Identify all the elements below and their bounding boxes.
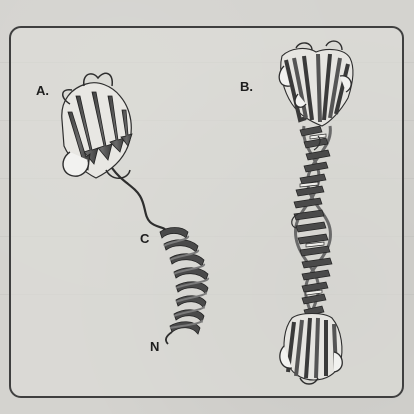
n-terminus-label: N [150, 340, 159, 353]
c-terminus-label: C [140, 232, 149, 245]
bottom-beta-domains [280, 314, 342, 385]
panel-b-label: B. [240, 80, 253, 93]
beta-sheet-domain [62, 73, 132, 178]
coiled-coil-stalk [292, 126, 332, 330]
top-beta-domains [279, 41, 353, 126]
linker-loop [112, 168, 168, 232]
alpha-helix [160, 228, 208, 345]
trimer-structure [279, 41, 353, 384]
monomer-structure [62, 73, 208, 344]
panel-a-label: A. [36, 84, 49, 97]
